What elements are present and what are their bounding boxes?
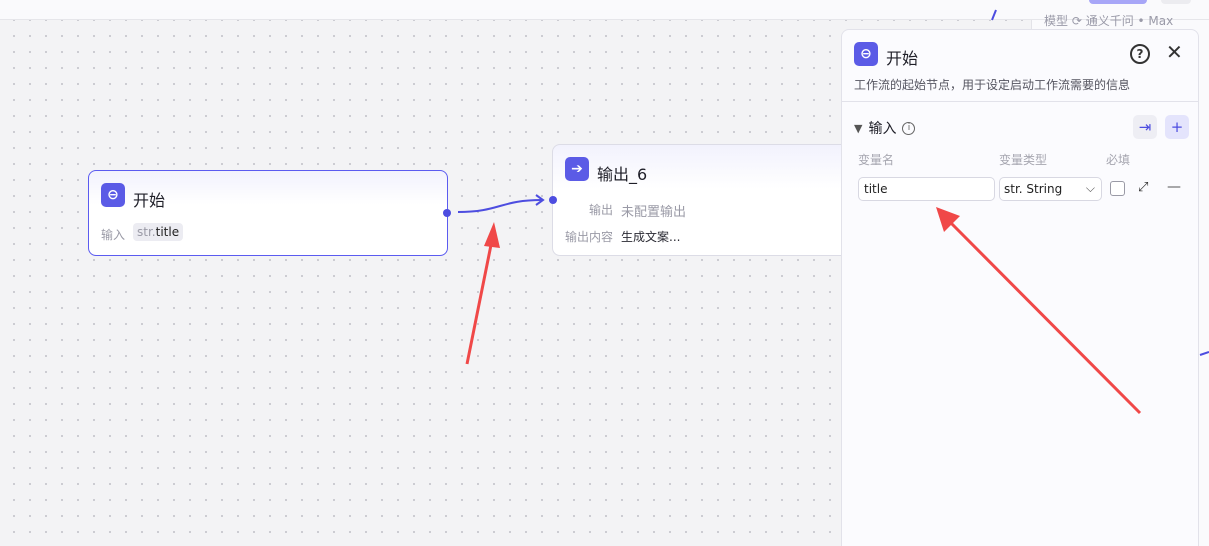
content-label: 输出内容 <box>565 230 614 244</box>
panel-description: 工作流的起始节点，用于设定启动工作流需要的信息 <box>854 78 1131 92</box>
expand-icon[interactable]: ⤢ <box>1138 180 1149 195</box>
toolbar-button[interactable] <box>1161 0 1191 4</box>
column-header-name: 变量名 <box>858 153 895 167</box>
publish-button[interactable] <box>1089 0 1147 4</box>
output-icon: ➔ <box>565 157 589 181</box>
variable-type-select[interactable]: str. String⌵ <box>999 177 1102 201</box>
required-checkbox[interactable] <box>1110 181 1125 196</box>
edge-fragment <box>991 9 997 21</box>
import-button[interactable]: ⇥ <box>1133 115 1157 139</box>
panel-title: 开始 <box>886 49 919 68</box>
start-icon: ⊖ <box>101 183 125 207</box>
edge-fragment <box>1199 351 1209 356</box>
info-icon: i <box>902 121 916 135</box>
help-icon[interactable]: ? <box>1130 44 1150 64</box>
column-header-type: 变量类型 <box>999 153 1048 167</box>
model-value: 通义千问 • Max <box>1085 14 1174 28</box>
divider <box>842 101 1198 102</box>
start-output-handle[interactable] <box>443 209 451 217</box>
model-label: 模型 <box>1044 14 1069 28</box>
remove-variable-button[interactable]: — <box>1167 179 1181 195</box>
chevron-down-icon[interactable]: ▼ <box>854 121 863 135</box>
variable-name-input[interactable]: title <box>858 177 995 201</box>
edge-start-to-output <box>457 199 543 213</box>
add-variable-button[interactable]: + <box>1165 115 1189 139</box>
output-node[interactable]: ➔ 输出_6 输出 未配置输出 输出内容 生成文案... <box>552 144 852 256</box>
variable-tag: str.title <box>133 223 184 241</box>
start-node[interactable]: ⊖ 开始 输入 str.title <box>88 170 448 256</box>
input-label: 输入 <box>101 228 126 242</box>
close-icon[interactable]: ✕ <box>1166 40 1183 64</box>
section-title: 输入 <box>868 121 897 137</box>
output-label: 输出 <box>589 203 614 217</box>
start-icon: ⊖ <box>854 42 878 66</box>
output-value: 未配置输出 <box>621 205 687 220</box>
column-header-required: 必填 <box>1106 153 1131 167</box>
edge-arrowhead-icon <box>535 194 545 206</box>
top-toolbar <box>0 0 1209 20</box>
chevron-down-icon: ⌵ <box>1085 181 1095 195</box>
model-info: 模型 ⟳ 通义千问 • Max <box>1044 14 1174 28</box>
content-value: 生成文案... <box>621 230 681 244</box>
input-section-header[interactable]: ▼ 输入 i <box>854 118 916 138</box>
node-title: 开始 <box>133 191 166 210</box>
node-config-panel: ⊖ 开始 ? ✕ 工作流的起始节点，用于设定启动工作流需要的信息 ▼ 输入 i … <box>841 29 1199 546</box>
output-input-handle[interactable] <box>549 196 557 204</box>
node-title: 输出_6 <box>597 165 648 184</box>
